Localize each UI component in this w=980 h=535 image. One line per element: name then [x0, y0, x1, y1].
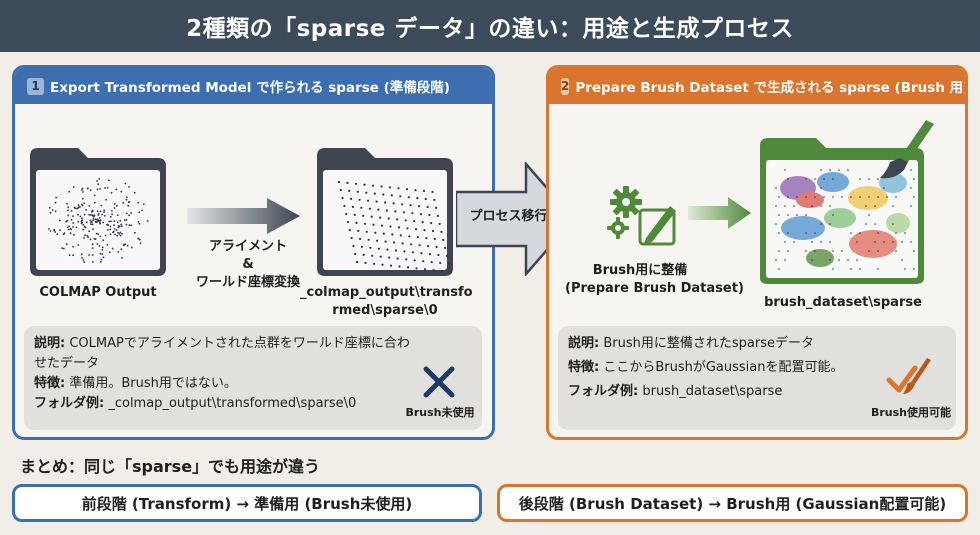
arrow-label-alignment: アライメント [208, 239, 287, 254]
number-badge-2: 2 [561, 77, 570, 95]
colmap-output-folder-icon [30, 148, 166, 276]
right-folder-key: フォルダ例: [568, 384, 639, 399]
left-info-box: 説明: COLMAPでアライメントされた点群をワールド座標に合わ せたデータ 特… [24, 326, 482, 430]
brush-check-icon [886, 358, 931, 394]
right-desc-key: 説明: [568, 336, 600, 351]
gears-pencil-icon [607, 186, 676, 246]
page-title: 2種類の「sparse データ」の違い：用途と生成プロセス [186, 16, 794, 42]
page-header: 2種類の「sparse データ」の違い：用途と生成プロセス [0, 0, 980, 52]
feature-text: 準備用。Brush用ではない。 [69, 376, 237, 391]
summary-title: まとめ：同じ「sparse」でも用途が違う [20, 457, 321, 476]
right-panel-title: Prepare Brush Dataset で生成される sparse (Bru… [575, 80, 968, 96]
brush-usable-label: Brush使用可能 [870, 406, 952, 419]
summary-left-text: 前段階 (Transform) → 準備用 (Brush未使用) [81, 494, 413, 513]
right-folder-text: brush_dataset\sparse [642, 384, 783, 399]
left-panel-title-bar: 1 Export Transformed Model で作られる sparse … [15, 68, 492, 104]
right-panel-title-bar: 2 Prepare Brush Dataset で生成される sparse (B… [549, 68, 965, 104]
brush-prepare-label-2: (Prepare Brush Dataset) [565, 281, 744, 296]
folder-key: フォルダ例: [34, 396, 105, 411]
brush-prepare-label-1: Brush用に整備 [592, 263, 688, 278]
brush-dataset-folder-label: brush_dataset\sparse [764, 295, 922, 310]
right-feature-text: ここからBrushがGaussianを配置可能。 [603, 360, 844, 375]
arrow-label-world-transform: ワールド座標変換 [195, 275, 300, 290]
desc-text-1: COLMAPでアライメントされた点群をワールド座標に合わ [69, 336, 410, 351]
desc-key: 説明: [34, 336, 66, 351]
process-transition-label: プロセス移行 [469, 209, 548, 224]
green-arrow-icon [688, 197, 751, 229]
summary-right-box: 後段階 (Brush Dataset) → Brush用 (Gaussian配置… [497, 484, 968, 522]
summary-left-box: 前段階 (Transform) → 準備用 (Brush未使用) [12, 484, 482, 522]
brush-unused-label: Brush未使用 [405, 406, 475, 419]
right-info-box: 説明: Brush用に整備されたsparseデータ 特徴: ここからBrushが… [558, 326, 956, 430]
arrow-label-and: & [242, 257, 254, 272]
brush-crossed-icon [423, 366, 455, 398]
transformed-folder-label-2: rmed\sparse\0 [332, 303, 438, 318]
right-feature-key: 特徴: [568, 360, 600, 375]
feature-key: 特徴: [34, 376, 66, 391]
number-badge-1: 1 [27, 77, 44, 95]
alignment-arrow-icon [187, 198, 300, 234]
right-desc-text: Brush用に整備されたsparseデータ [603, 336, 814, 351]
summary-right-text: 後段階 (Brush Dataset) → Brush用 (Gaussian配置… [518, 494, 947, 513]
transformed-folder-label-1: _colmap_output\transfo [300, 285, 473, 300]
colmap-output-label: COLMAP Output [39, 285, 157, 300]
transformed-sparse-folder-icon [317, 148, 453, 276]
left-panel-title: Export Transformed Model で作られる sparse (準… [50, 80, 450, 96]
folder-text: _colmap_output\transformed\sparse\0 [108, 396, 357, 411]
desc-text-2: せたデータ [34, 356, 100, 371]
brush-dataset-folder-icon [760, 120, 934, 284]
